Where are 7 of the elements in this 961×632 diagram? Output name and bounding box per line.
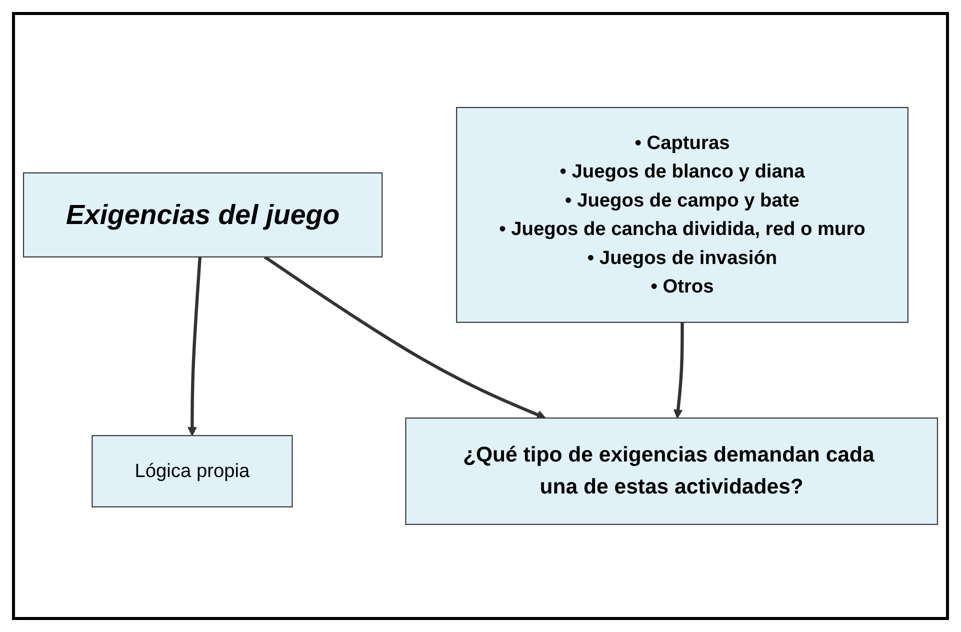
node-box: ¿Qué tipo de exigencias demandan cada una de estas actividades? <box>405 418 938 525</box>
arrow <box>673 322 684 419</box>
node-box: • Capturas • Juegos de blanco y diana • Juegos de campo y bate • Juegos de cancha dividida, red o muro • Juegos de invasión • Otros <box>456 107 908 323</box>
node-box: Lógica propia <box>92 435 293 508</box>
node-box: Exigencias del juego <box>22 172 383 258</box>
arrow <box>188 256 202 436</box>
arrow <box>264 256 546 420</box>
